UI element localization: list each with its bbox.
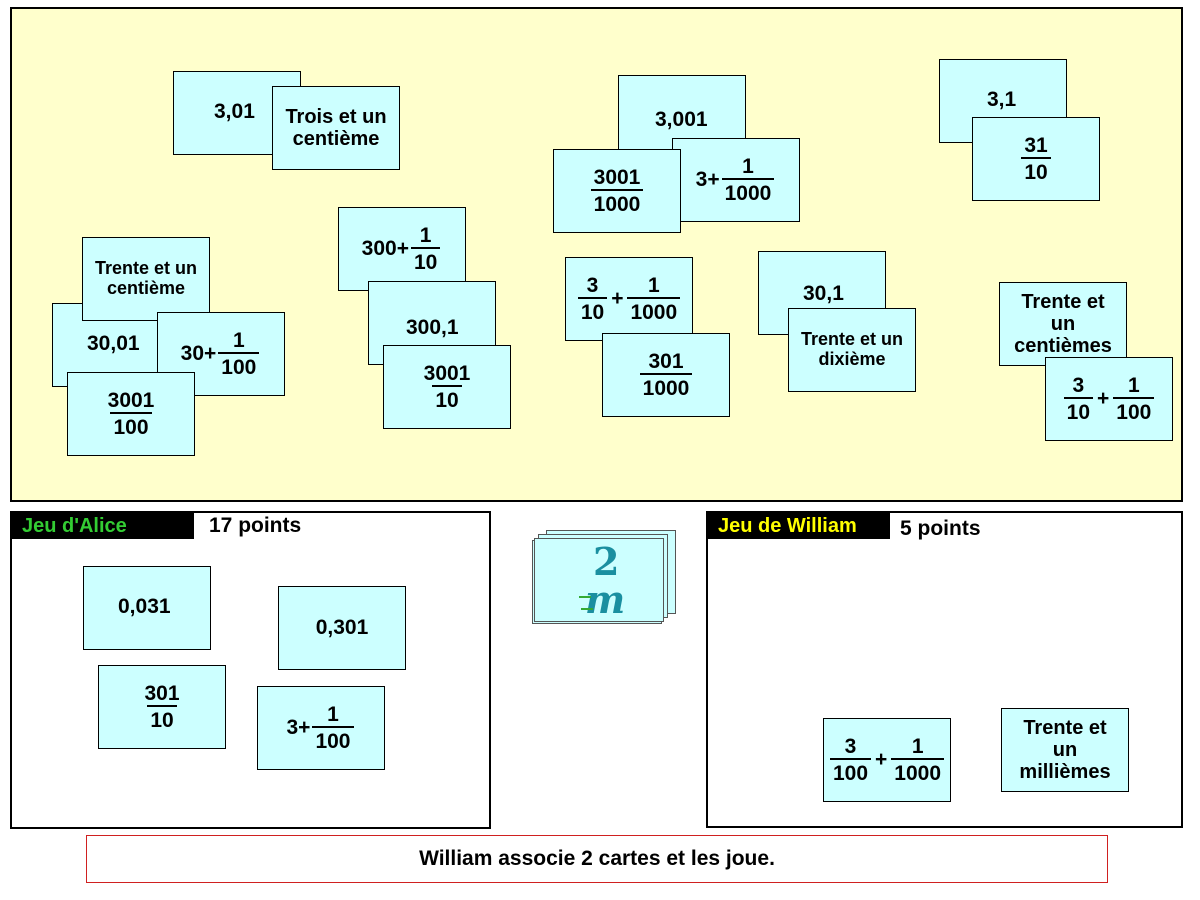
deck-card-top: 2 m (534, 538, 664, 622)
alice-points: 17 points (209, 514, 302, 537)
card-deck[interactable]: 2 m (530, 526, 690, 630)
card-0-031[interactable]: 0,031 (83, 566, 211, 650)
william-label: Jeu de William (708, 513, 890, 539)
svg-text:m: m (585, 577, 625, 621)
2m-logo-icon: 2 m (579, 539, 625, 622)
card-trente-et-un-centiemes[interactable]: Trente et un centièmes (999, 282, 1127, 366)
card-trente-et-un-milliemes[interactable]: Trente et un millièmes (1001, 708, 1129, 792)
svg-text:2: 2 (593, 539, 619, 584)
william-points: 5 points (900, 517, 981, 540)
card-trente-et-un-centieme[interactable]: Trente et un centième (82, 237, 210, 321)
status-message: William associe 2 cartes et les joue. (86, 835, 1108, 883)
alice-label: Jeu d'Alice (12, 513, 194, 539)
card-0-301[interactable]: 0,301 (278, 586, 406, 670)
card-trois-et-un-centieme[interactable]: Trois et un centième (272, 86, 400, 170)
card-trente-et-un-dixieme[interactable]: Trente et un dixième (788, 308, 916, 392)
